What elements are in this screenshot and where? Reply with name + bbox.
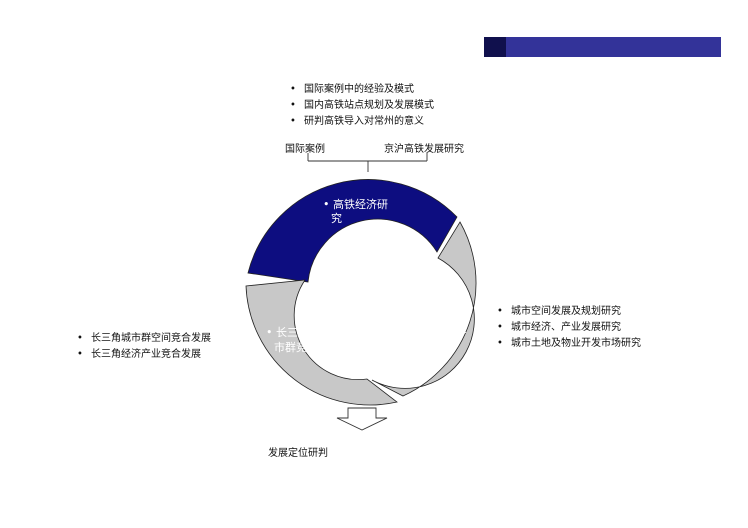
right-bullet-item: 城市经济、产业发展研究 [497,320,641,336]
segment-top-line1: • 高铁经济研 [323,197,388,211]
right-bullet-item: 城市土地及物业开发市场研究 [497,336,641,352]
segment-left-line1: • 长三角城 [266,326,320,339]
top-bullet-list: 国际案例中的经验及模式 国内高铁站点规划及发展模式 研判高铁导入对常州的意义 [290,82,434,130]
segment-high-speed-rail-economy [247,179,458,283]
down-arrow-icon [336,407,388,431]
header-accent-bar [484,37,721,57]
top-bullet-item: 研判高铁导入对常州的意义 [290,114,434,130]
top-bullet-item: 国际案例中的经验及模式 [290,82,434,98]
segment-changzhou-background [371,221,477,397]
left-bullet-item: 长三角经济产业竞合发展 [77,347,211,363]
label-jinghu-hsr-study: 京沪高铁发展研究 [384,144,464,155]
top-bullet-item: 国内高铁站点规划及发展模式 [290,98,434,114]
segment-right-line1: • 常州城市 [415,307,469,321]
right-bullet-item: 城市空间发展及规划研究 [497,304,641,320]
right-bullet-list: 城市空间发展及规划研究 城市经济、产业发展研究 城市土地及物业开发市场研究 [497,304,641,352]
bottom-label-positioning: 发展定位研判 [268,448,328,459]
segment-yangtze-delta-cities [245,279,398,406]
left-bullet-list: 长三角城市群空间竞合发展 长三角经济产业竞合发展 [77,331,211,363]
segment-right-line2: 发展背景 [423,321,467,335]
label-international-cases: 国际案例 [285,144,325,155]
segment-top-line2: 究 [331,211,342,225]
left-bullet-item: 长三角城市群空间竞合发展 [77,331,211,347]
segment-left-line2: 市群竞合 [274,340,318,354]
header-accent-block [484,37,506,57]
label-bracket [307,153,428,172]
